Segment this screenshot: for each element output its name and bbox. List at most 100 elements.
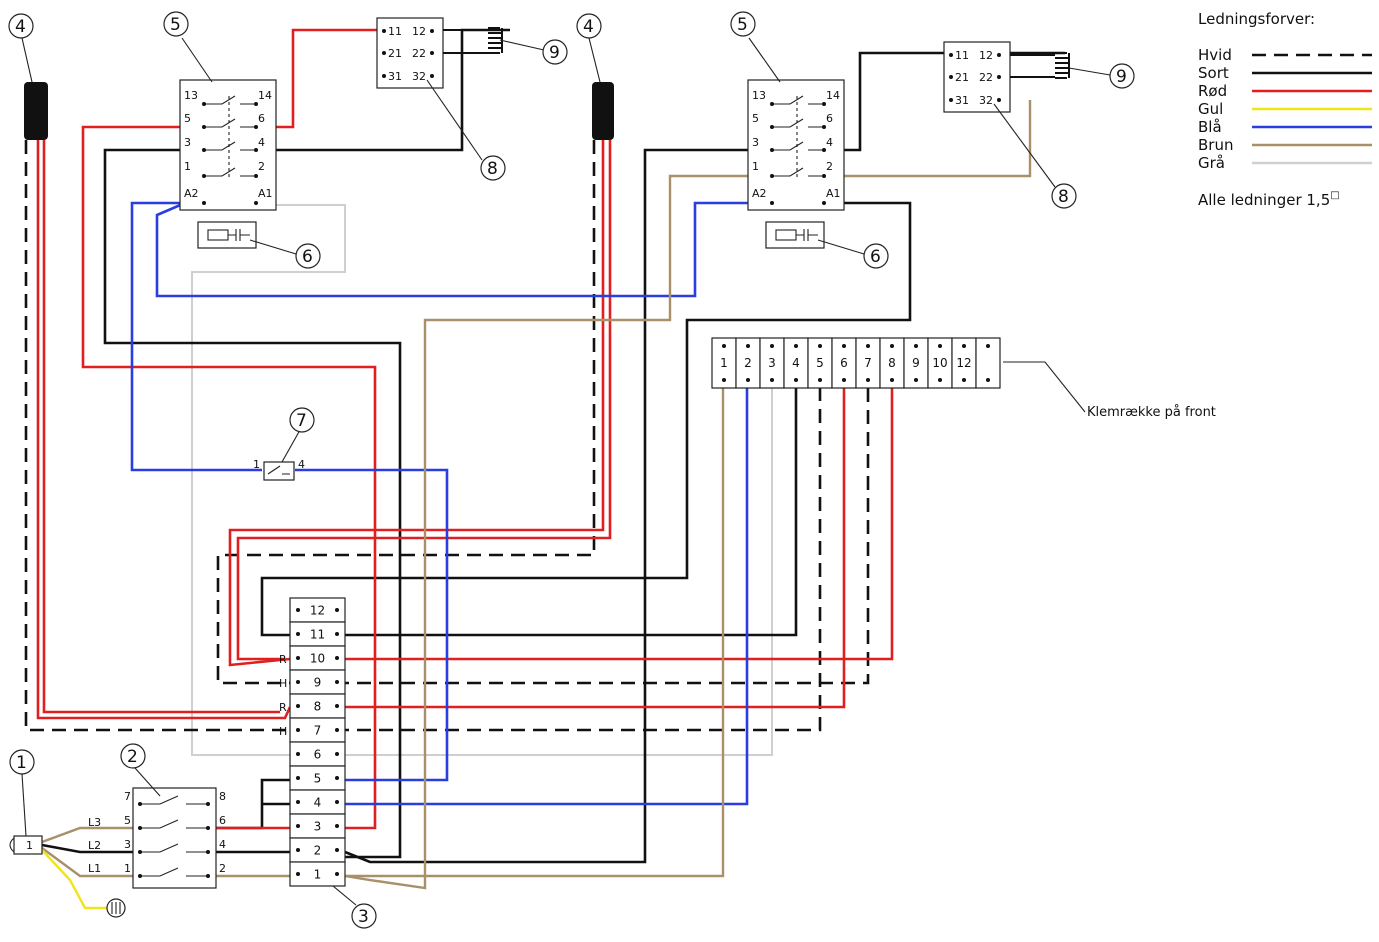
contactor1-pin-r3: 2 — [258, 160, 265, 173]
legend-label-0: Hvid — [1198, 46, 1232, 64]
contactor2-pin-r4: A1 — [826, 187, 841, 200]
main-terminal-number: 5 — [314, 772, 322, 786]
relay2-pin-l1: 21 — [955, 71, 969, 84]
relay1-pin-l0: 11 — [388, 25, 402, 38]
callout-7: 7 — [296, 411, 307, 431]
switch7-pin-left: 1 — [253, 458, 260, 471]
legend-label-5: Brun — [1198, 136, 1233, 154]
supply-line-l3: L3 — [88, 816, 101, 829]
relay-1: 11 21 31 12 22 32 — [376, 17, 444, 89]
wire-bla-front-2 — [345, 385, 749, 806]
wire-rod-left-cable-2 — [42, 140, 280, 714]
callout-8a: 8 — [487, 159, 498, 179]
contactor1-pin-l4: A2 — [184, 187, 199, 200]
legend-label-2: Rød — [1198, 82, 1227, 100]
main-terminal-number: 10 — [310, 652, 325, 666]
supply-plug: 1 — [9, 835, 43, 855]
main-terminal-number: 3 — [314, 820, 322, 834]
callout-9b: 9 — [1116, 67, 1127, 87]
wire-gul-earth — [41, 849, 108, 910]
front-terminal-number: 3 — [768, 356, 776, 370]
mark-r8: R — [279, 701, 287, 714]
contactor1-pin-r1: 6 — [258, 112, 265, 125]
legend-label-6: Grå — [1198, 154, 1225, 172]
main-terminal-number: 2 — [314, 844, 322, 858]
switch7-pin-right: 4 — [298, 458, 305, 471]
wire-sort-l2 — [41, 843, 290, 854]
callout-6b: 6 — [870, 247, 881, 267]
rc-filter-1 — [197, 221, 257, 249]
wire-brun-l1 — [41, 826, 290, 878]
callout-1: 1 — [16, 753, 27, 773]
wire-brun-front-1 — [345, 385, 725, 878]
switch-pin-l1: 5 — [124, 814, 131, 827]
relay1-pin-r2: 32 — [412, 70, 426, 83]
front-terminal-number: 8 — [888, 356, 896, 370]
switch-pin-r0: 8 — [219, 790, 226, 803]
supply-line-l2: L2 — [88, 839, 101, 852]
switch-pin-r2: 4 — [219, 838, 226, 851]
contactor2-pin-r0: 14 — [826, 89, 840, 102]
heater-coil-2 — [1010, 52, 1070, 79]
legend: Ledningsforver: Hvid Sort Rød Gul Blå Br… — [1198, 10, 1372, 209]
callout-5b: 5 — [737, 15, 748, 35]
mark-h7: H — [279, 725, 287, 738]
mark-r10: R — [279, 653, 287, 666]
main-terminal-number: 6 — [314, 748, 322, 762]
contactor1-pin-l2: 3 — [184, 136, 191, 149]
contactor2-pin-l2: 3 — [752, 136, 759, 149]
front-terminal-number: 9 — [912, 356, 920, 370]
plug-label: 1 — [26, 839, 33, 852]
contactor2-pin-l3: 1 — [752, 160, 759, 173]
main-terminal-number: 4 — [314, 796, 322, 810]
relay1-pin-l2: 31 — [388, 70, 402, 83]
front-terminal-number: 7 — [864, 356, 872, 370]
relay1-pin-l1: 21 — [388, 47, 402, 60]
wire-hvid-to-front-7 — [335, 385, 870, 685]
front-terminal-number: 10 — [932, 356, 947, 370]
switch-pin-l2: 3 — [124, 838, 131, 851]
callout-5a: 5 — [170, 15, 181, 35]
wire-rod-contactor1-6 — [270, 28, 385, 129]
wire-rod-contactor1-5 — [81, 125, 377, 830]
relay2-pin-l2: 31 — [955, 94, 969, 107]
wire-hvid-to-front-5 — [335, 385, 822, 732]
heater-coil-1 — [443, 27, 503, 54]
supply-line-l1: L1 — [88, 862, 101, 875]
main-terminal-number: 9 — [314, 676, 322, 690]
relay1-pin-r0: 12 — [412, 25, 426, 38]
wire-grey — [191, 204, 773, 756]
mark-h9: H — [279, 677, 287, 690]
switch-pin-l3: 1 — [124, 862, 131, 875]
contactor-2: 13 5 3 1 A2 14 6 4 2 A1 — [747, 79, 845, 211]
legend-note: Alle ledninger 1,5□ — [1198, 190, 1340, 209]
legend-note-text: Alle ledninger 1,5 — [1198, 191, 1330, 209]
legend-label-1: Sort — [1198, 64, 1229, 82]
wire-sort-contactor2 — [344, 148, 750, 864]
relay2-pin-r2: 32 — [979, 94, 993, 107]
relay2-pin-r0: 12 — [979, 49, 993, 62]
wire-brun-contactor2-left — [344, 174, 750, 890]
front-terminal-number: 1 — [720, 356, 728, 370]
wire-bla-switch7 — [295, 468, 449, 782]
main-terminal-number: 7 — [314, 724, 322, 738]
front-terminal-leader — [1003, 361, 1086, 413]
callout-6a: 6 — [302, 247, 313, 267]
wire-rod-right-cable-1 — [228, 140, 605, 667]
wire-sort-front-4 — [335, 385, 798, 637]
callout-4a: 4 — [15, 17, 26, 37]
contactor-1: 13 5 3 1 A2 14 6 4 2 A1 — [179, 79, 277, 211]
contactor2-contacts — [773, 95, 823, 180]
contactor2-pin-l1: 5 — [752, 112, 759, 125]
contactor2-pin-l0: 13 — [752, 89, 766, 102]
contactor1-contacts — [205, 95, 255, 180]
contactor1-pin-r4: A1 — [258, 187, 273, 200]
main-terminal-number: 1 — [314, 868, 322, 882]
switch-pin-r3: 2 — [219, 862, 226, 875]
contactor2-pin-r2: 4 — [826, 136, 833, 149]
wire-rod-left-cable-1 — [36, 140, 292, 720]
relay-2: 11 21 31 12 22 32 — [943, 41, 1011, 113]
